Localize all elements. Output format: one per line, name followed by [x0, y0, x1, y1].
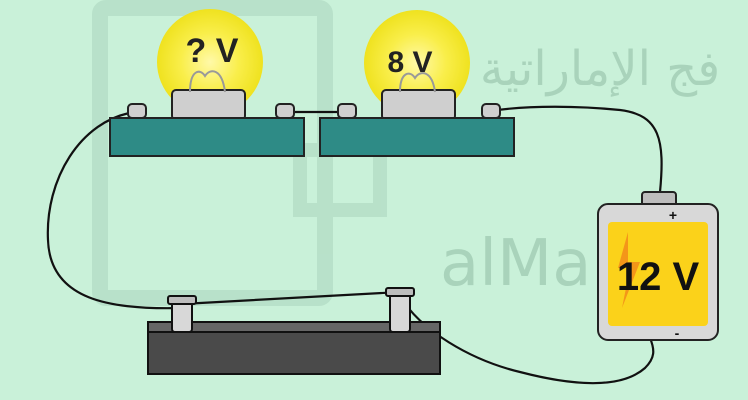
left-lamp-base [109, 117, 305, 157]
battery-voltage-label: 12 V [617, 255, 700, 299]
left-bulb-voltage-label: ? V [186, 32, 239, 70]
battery-positive-symbol: + [669, 207, 677, 223]
watermark-latin-text: alMa [440, 227, 591, 301]
right-bulb-voltage-label: 8 V [387, 46, 432, 79]
battery-lightning-icon [618, 232, 640, 308]
left-lamp-terminal-right [275, 103, 295, 119]
watermark-frame-inner [293, 143, 387, 217]
battery: + - 12 V [597, 191, 719, 341]
left-bulb-socket [171, 89, 246, 121]
right-bulb-socket [381, 89, 456, 121]
right-lamp: 8 V [319, 10, 515, 157]
rheostat-terminal-right-cap [385, 287, 415, 297]
left-bulb-glow [157, 9, 263, 115]
left-bulb-filament [189, 70, 226, 93]
rheostat-body [147, 329, 441, 375]
wire-rheostat-slider [180, 290, 402, 306]
rheostat-terminal-left-cap [167, 295, 197, 305]
watermark-arabic-text: فج الإماراتية [480, 41, 720, 97]
battery-negative-symbol: - [675, 325, 680, 341]
left-lamp-terminal-left [127, 103, 147, 119]
rheostat-top-plate [147, 321, 441, 333]
right-lamp-base [319, 117, 515, 157]
wire-left-lamp-to-rheostat [46, 110, 184, 310]
rheostat-terminal-right [389, 291, 411, 333]
right-lamp-terminal-right [481, 103, 501, 119]
right-lamp-terminal-left [337, 103, 357, 119]
left-lamp: ? V [109, 9, 305, 157]
rheostat [147, 287, 441, 375]
battery-body [608, 222, 708, 326]
right-bulb-filament [399, 72, 436, 93]
wire-battery-top-to-right-lamp [488, 105, 663, 194]
